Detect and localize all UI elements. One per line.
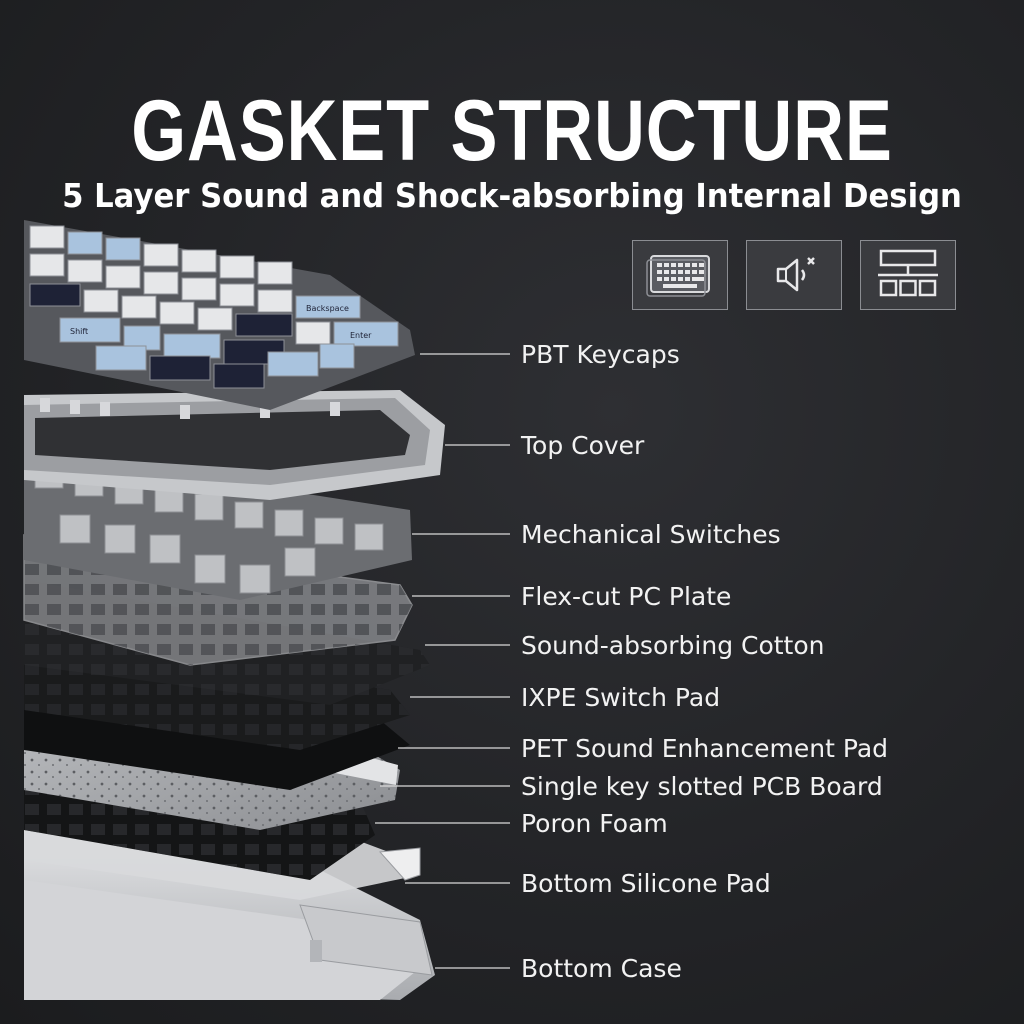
page-title: GASKET STRUCTURE — [131, 83, 893, 179]
label-pcb-board: Single key slotted PCB Board — [521, 772, 883, 801]
label-pc-plate: Flex-cut PC Plate — [521, 582, 731, 611]
pbt-keycaps: Backspace Enter Shift — [24, 220, 415, 410]
label-pet-pad: PET Sound Enhancement Pad — [521, 734, 888, 763]
label-top-cover: Top Cover — [520, 431, 645, 460]
mute-speaker-icon — [746, 240, 842, 310]
keycap-legend-backspace: Backspace — [306, 304, 349, 313]
keyboard-icon — [632, 240, 728, 310]
label-mechanical-switches: Mechanical Switches — [521, 520, 781, 549]
label-sound-absorbing-cotton: Sound-absorbing Cotton — [521, 631, 825, 660]
label-ixpe-switch-pad: IXPE Switch Pad — [521, 683, 720, 712]
label-pbt-keycaps: PBT Keycaps — [521, 340, 680, 369]
label-poron-foam: Poron Foam — [521, 809, 668, 838]
feature-icon-row — [632, 240, 956, 310]
keycap-legend-shift: Shift — [70, 327, 88, 336]
label-bottom-silicone-pad: Bottom Silicone Pad — [521, 869, 771, 898]
top-cover — [24, 390, 445, 500]
keycap-legend-enter: Enter — [350, 331, 372, 340]
layout-grid-icon — [860, 240, 956, 310]
label-bottom-case: Bottom Case — [521, 954, 682, 983]
page-subtitle: 5 Layer Sound and Shock-absorbing Intern… — [62, 176, 962, 215]
